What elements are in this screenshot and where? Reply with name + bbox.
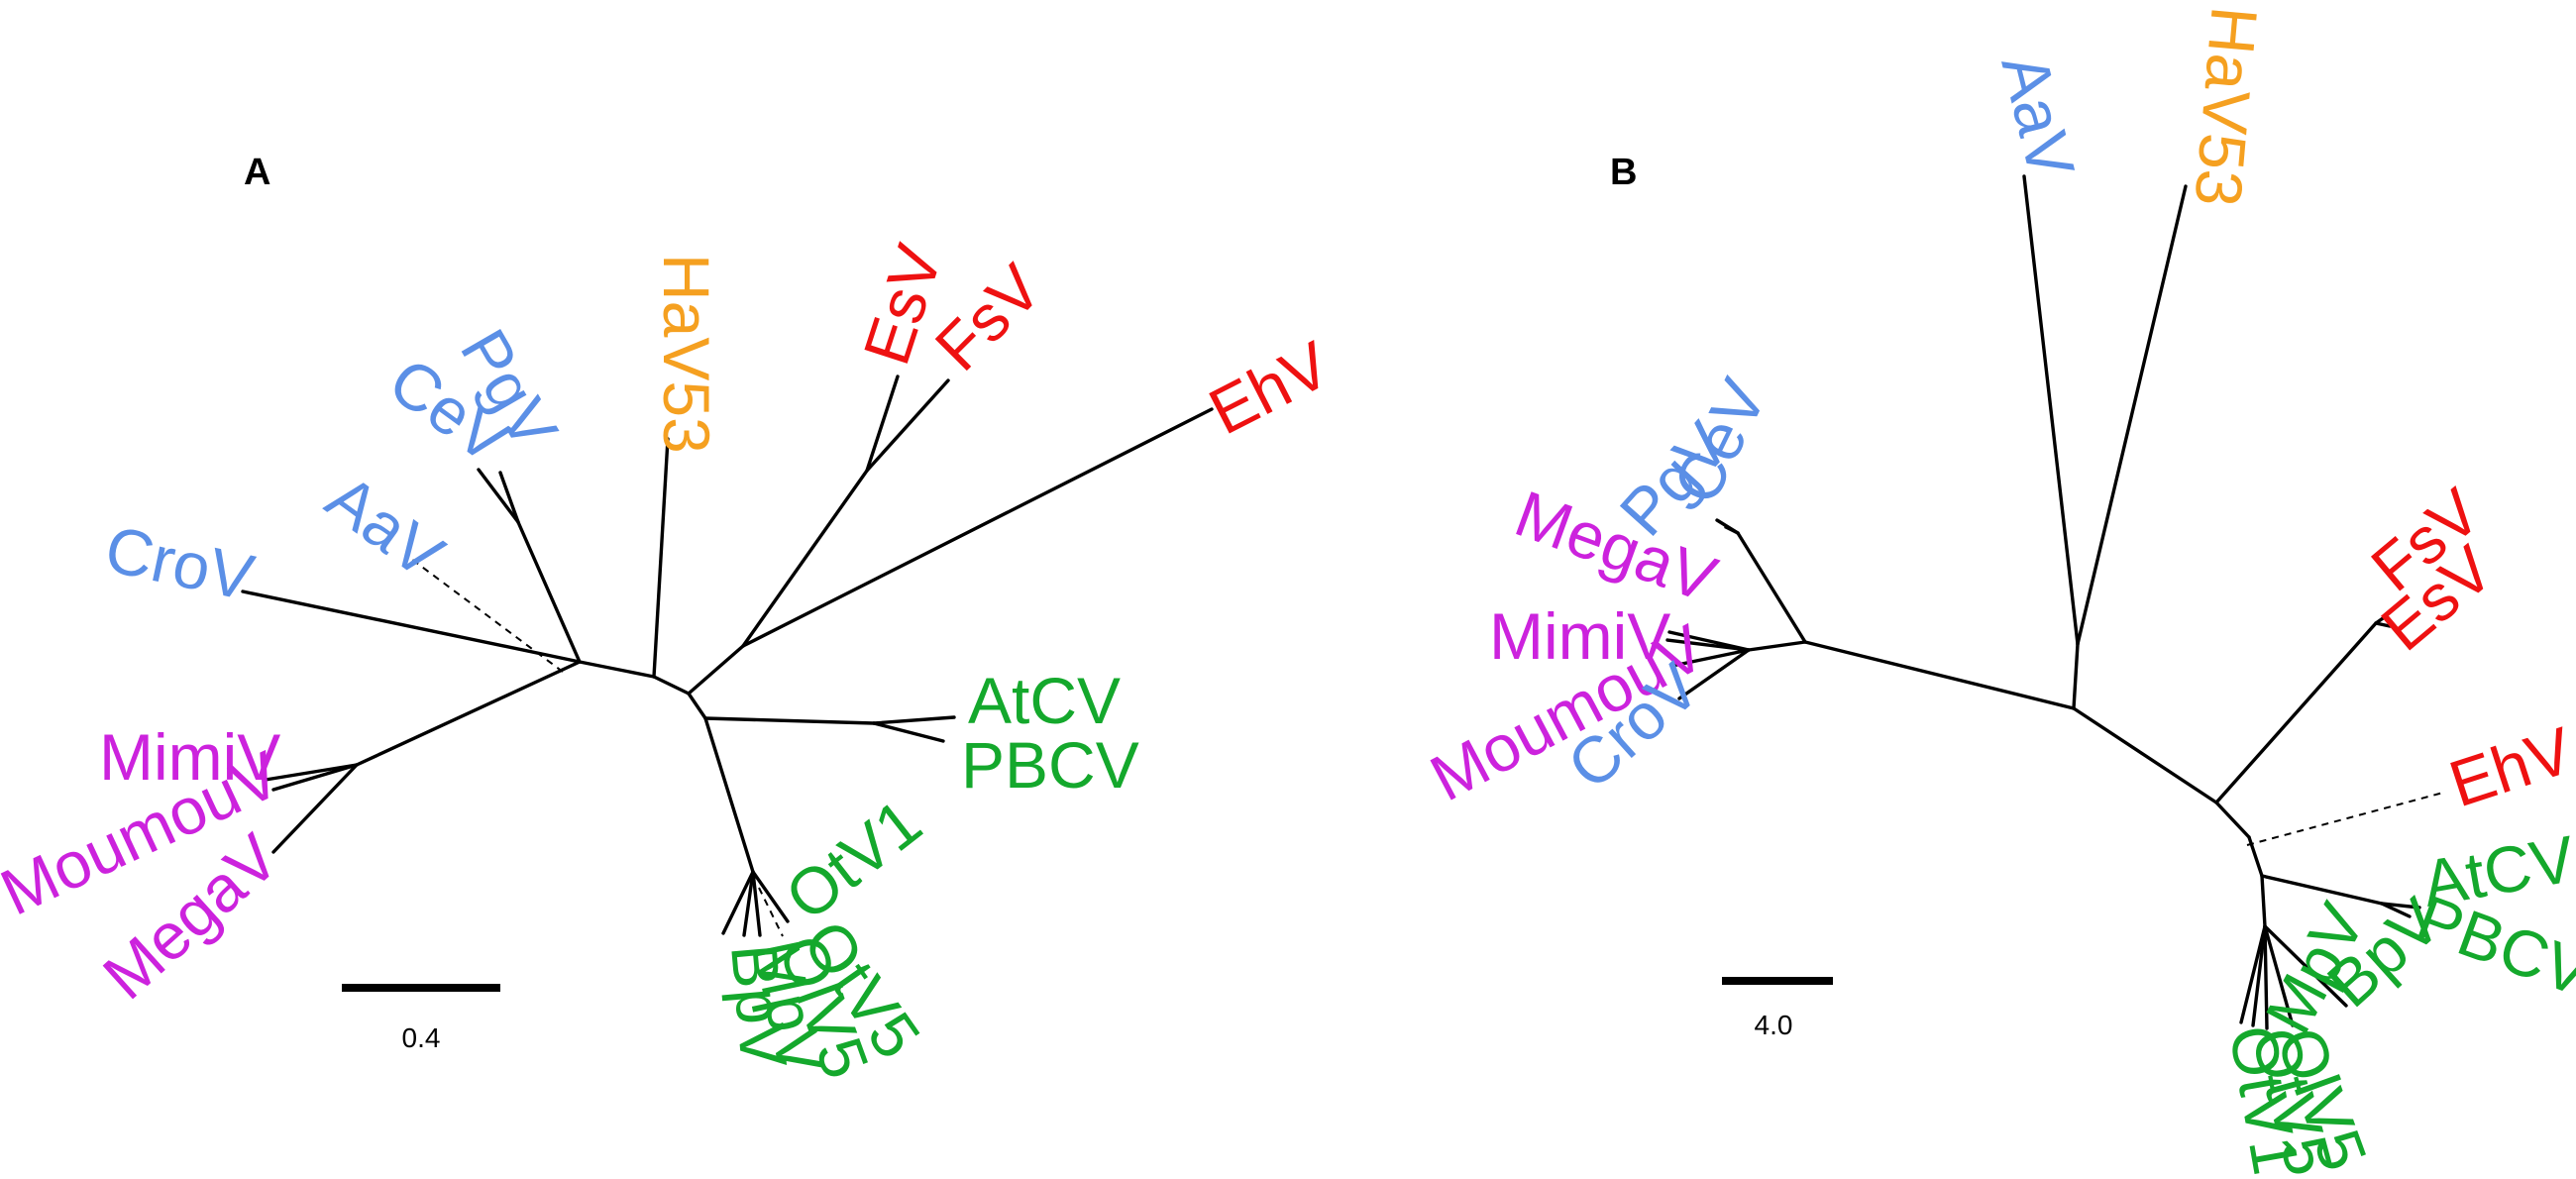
panel-b-branches xyxy=(1665,174,2444,1030)
panel-b-leaf-aav: AaV xyxy=(1987,47,2089,184)
panel-a-branches xyxy=(241,375,1214,937)
panel-a-leaf-bpv: BpV xyxy=(717,941,802,1071)
panel-a-leaf-hav53: HaV53 xyxy=(650,254,723,454)
panel-b-leaf-mimiv: MimiV xyxy=(1489,599,1670,673)
panel-a-letter: A xyxy=(244,152,270,193)
panel-a-leaf-labels: PgV CeV AaV CroV HaV53 EsV FsV EhV AtCV … xyxy=(0,236,1342,1087)
panel-a-leaf-mimiv: MimiV xyxy=(99,720,280,794)
panel-a-leaf-atcv: AtCV xyxy=(968,664,1121,737)
panel-b-leaf-hav53: HaV53 xyxy=(2181,4,2271,209)
panel-b-scale-label: 4.0 xyxy=(1755,1010,1793,1040)
panel-b-tree: B xyxy=(1419,4,2576,1179)
panel-b-letter: B xyxy=(1610,152,1637,193)
panel-a-scale-label: 0.4 xyxy=(402,1022,441,1053)
panel-a-leaf-aav: AaV xyxy=(314,460,457,591)
panel-b-leaf-labels: AaV HaV53 CeV PgV MegaV MimiV MoumouV Cr… xyxy=(1419,4,2576,1179)
panel-a-leaf-pbcv: PBCV xyxy=(961,728,1139,802)
panel-b-leaf-ehv: EhV xyxy=(2440,712,2576,820)
panel-a-leaf-ehv: EhV xyxy=(1198,327,1342,449)
panel-a-leaf-crov: CroV xyxy=(99,511,260,614)
panel-a-tree: A xyxy=(0,152,1342,1088)
